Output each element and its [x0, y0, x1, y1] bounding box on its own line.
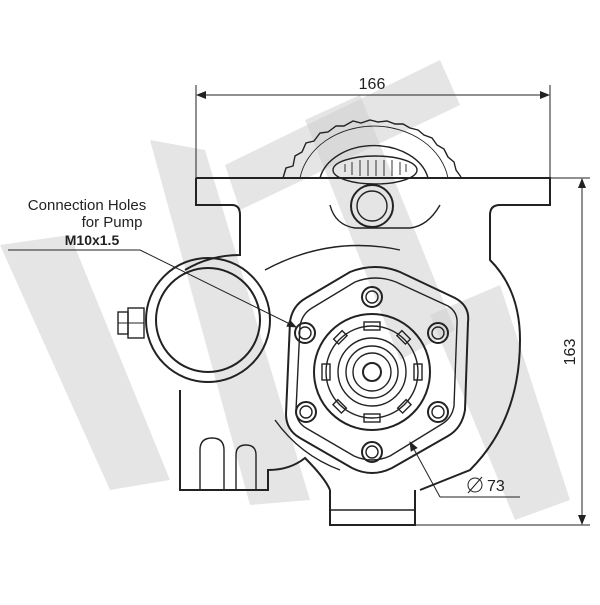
width-dimension — [195, 85, 551, 178]
callout-line-2: for Pump — [82, 214, 143, 231]
height-dimension — [415, 177, 590, 526]
width-dimension-label: 166 — [359, 76, 386, 93]
top-port — [350, 184, 394, 228]
top-flange — [195, 177, 551, 229]
callout-leader — [8, 249, 297, 328]
diameter-dimension — [409, 441, 520, 498]
watermark-logo — [0, 60, 570, 520]
height-dimension-label: 163 — [562, 339, 579, 366]
top-bearing — [332, 155, 418, 185]
diameter-dimension-label: 73 — [487, 478, 505, 495]
side-loop — [145, 257, 271, 383]
bottom-base — [329, 490, 416, 526]
callout-thread: M10x1.5 — [65, 232, 120, 248]
pilot-bore — [313, 313, 431, 431]
gear — [282, 119, 462, 179]
bolt-holes — [294, 286, 449, 463]
callout-line-1: Connection Holes — [28, 197, 146, 214]
left-fitting — [117, 307, 145, 339]
